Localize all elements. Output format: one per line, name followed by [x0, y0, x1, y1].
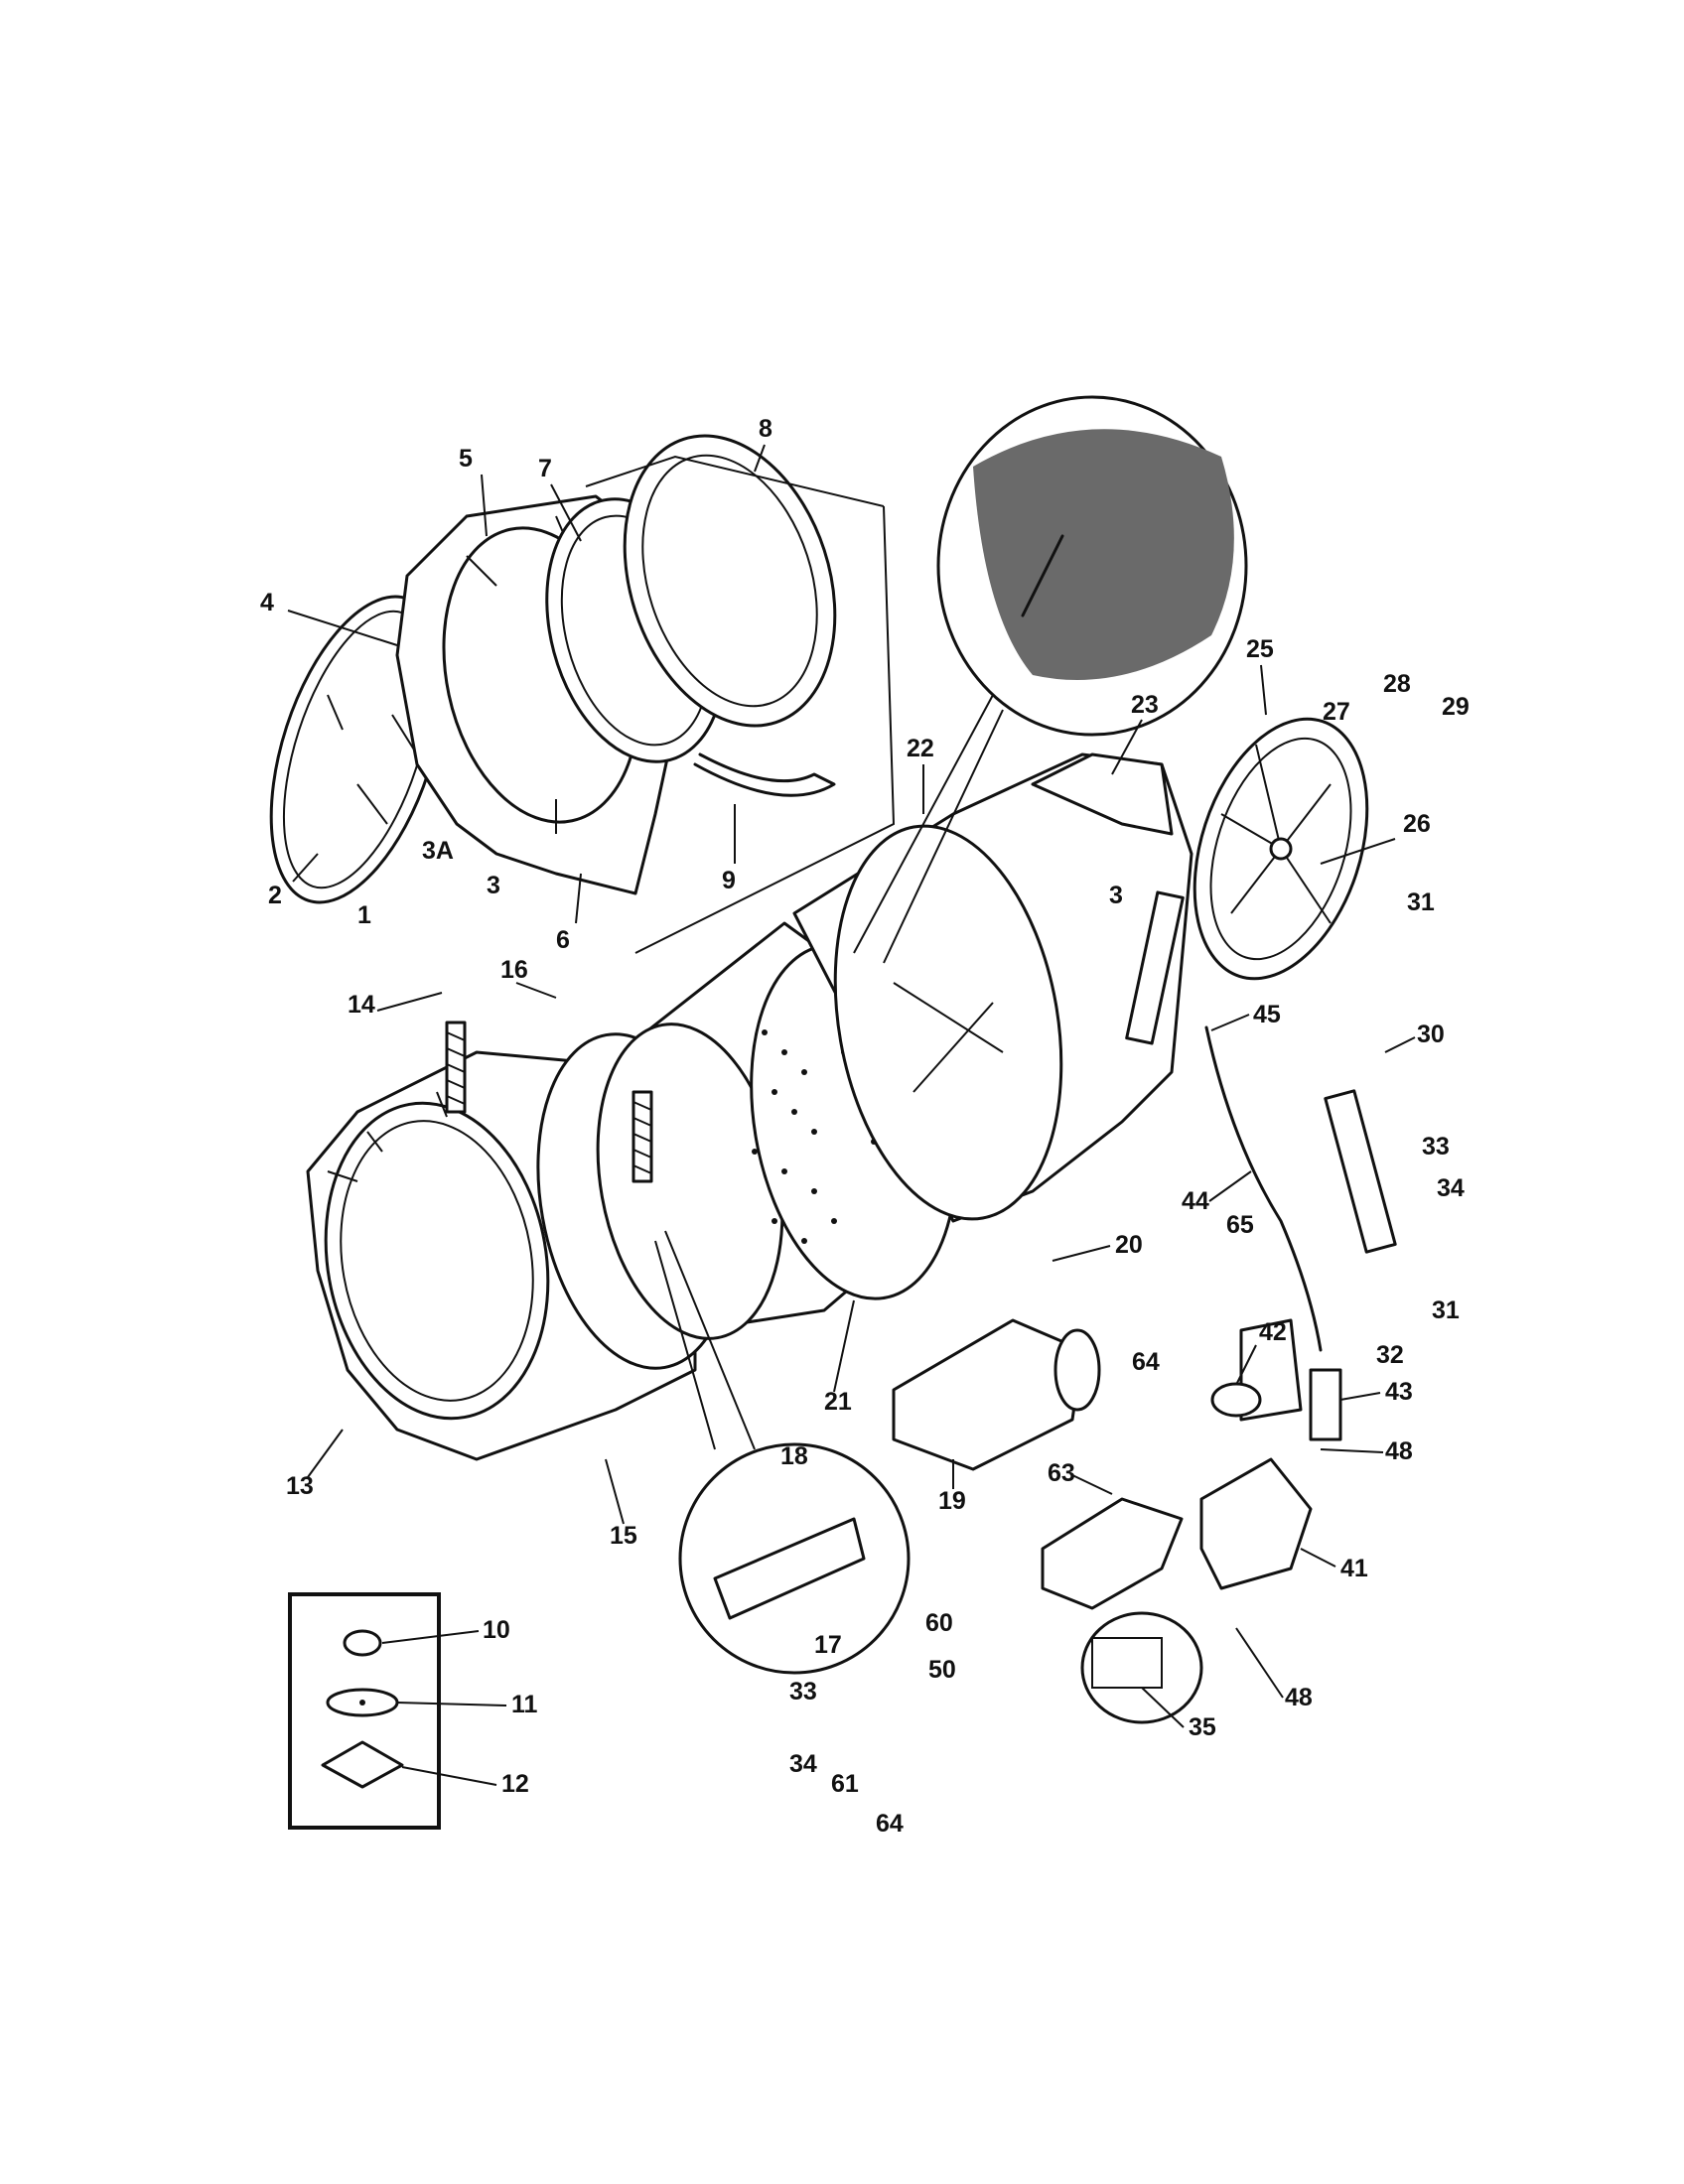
label-25: 25	[1246, 635, 1274, 663]
label-64a: 64	[1132, 1348, 1160, 1376]
magnified-detail-top	[853, 395, 1248, 964]
label-4: 4	[260, 589, 274, 616]
label-29: 29	[1442, 693, 1470, 721]
label-3a: 3A	[422, 837, 454, 865]
label-28: 28	[1383, 670, 1411, 698]
label-22: 22	[907, 735, 934, 762]
label-33a: 33	[1422, 1133, 1450, 1160]
label-61: 61	[831, 1770, 859, 1798]
shock-absorber-part	[1324, 1089, 1397, 1254]
motor-part	[892, 1318, 1101, 1471]
label-45: 45	[1253, 1001, 1281, 1028]
label-64b: 64	[876, 1810, 904, 1838]
label-48a: 48	[1385, 1437, 1413, 1465]
label-60: 60	[925, 1609, 953, 1637]
label-5: 5	[459, 445, 473, 473]
label-2: 2	[268, 882, 282, 909]
shock-absorber-part	[1125, 890, 1185, 1045]
label-3b: 3	[1109, 882, 1123, 909]
hose-clamp-part	[1210, 1382, 1262, 1418]
label-50: 50	[928, 1656, 956, 1684]
label-16: 16	[500, 956, 528, 984]
label-48b: 48	[1285, 1684, 1313, 1711]
label-42: 42	[1259, 1318, 1287, 1346]
water-hose-part	[1204, 1025, 1323, 1352]
label-11: 11	[511, 1691, 538, 1718]
label-31b: 31	[1432, 1297, 1460, 1324]
hose-fitting-part	[1309, 1368, 1342, 1441]
label-18: 18	[780, 1442, 808, 1470]
label-43: 43	[1385, 1378, 1413, 1406]
label-12: 12	[501, 1770, 529, 1798]
label-10: 10	[483, 1616, 510, 1644]
label-32: 32	[1376, 1341, 1404, 1369]
magnified-detail-bottom	[654, 1230, 911, 1675]
label-27: 27	[1323, 698, 1350, 726]
drive-pulley-part	[1193, 717, 1369, 981]
suspension-spring-part	[445, 1021, 467, 1114]
label-9: 9	[722, 867, 736, 894]
label-26: 26	[1403, 810, 1431, 838]
explode-line	[585, 455, 885, 507]
label-3: 3	[487, 872, 500, 899]
explode-line	[634, 505, 896, 954]
leader-lines	[287, 444, 1416, 1786]
label-44: 44	[1182, 1187, 1209, 1215]
label-35: 35	[1189, 1713, 1216, 1741]
label-65: 65	[1226, 1211, 1254, 1239]
label-41: 41	[1340, 1555, 1368, 1582]
label-17: 17	[814, 1631, 842, 1659]
label-8: 8	[759, 415, 772, 443]
label-31a: 31	[1407, 888, 1435, 916]
label-6: 6	[556, 926, 570, 954]
rear-tub-part	[792, 752, 1193, 1223]
label-23: 23	[1131, 691, 1159, 719]
suspension-spring-part	[632, 1090, 653, 1183]
label-21: 21	[824, 1388, 852, 1416]
label-7: 7	[538, 455, 552, 482]
label-34b: 34	[789, 1750, 817, 1778]
label-15: 15	[610, 1522, 637, 1550]
callout-labels: 1 2 3 3A 4 5 6 7 8 9 10 11 12 13 14 15 1…	[260, 415, 1470, 1838]
label-63: 63	[1048, 1459, 1075, 1487]
inset-box	[288, 1592, 441, 1830]
label-1: 1	[357, 901, 371, 929]
label-14: 14	[348, 991, 375, 1019]
tub-cover-part	[623, 434, 837, 797]
label-34a: 34	[1437, 1174, 1465, 1202]
label-33b: 33	[789, 1678, 817, 1706]
label-20: 20	[1115, 1231, 1143, 1259]
label-19: 19	[938, 1487, 966, 1515]
label-30: 30	[1417, 1021, 1445, 1048]
